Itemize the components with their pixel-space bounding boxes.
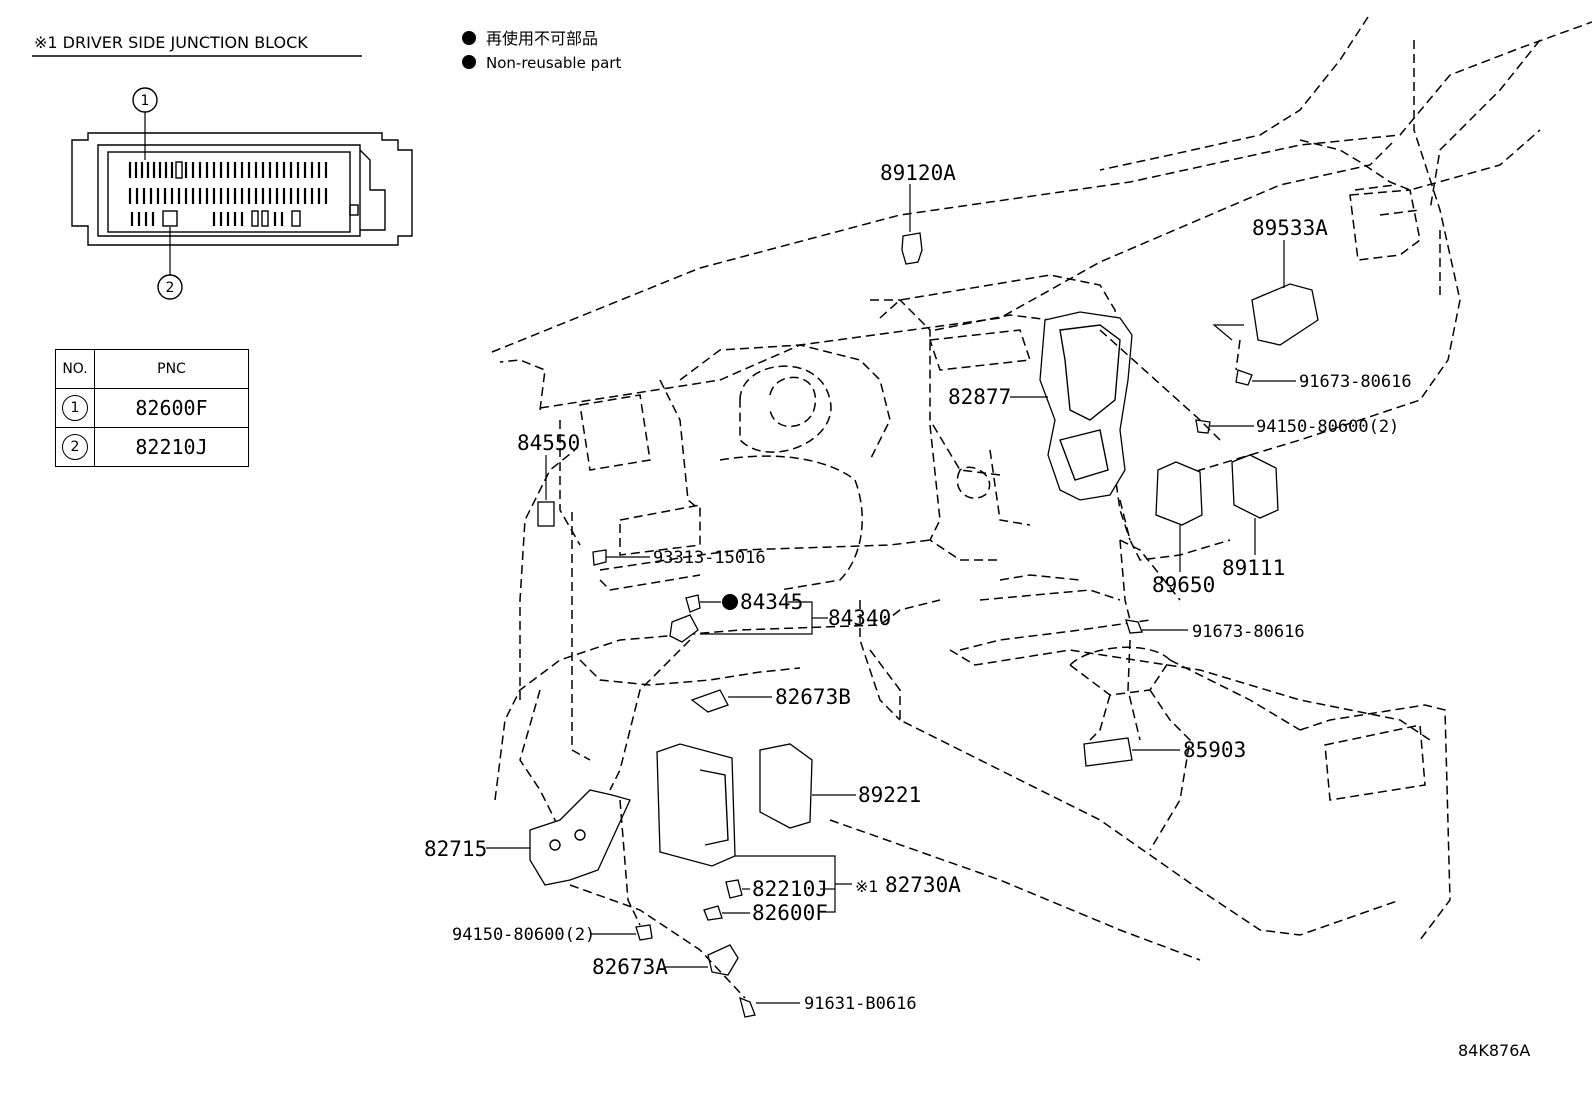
- label-89111: 89111: [1222, 556, 1285, 580]
- fuse-row-2: [128, 188, 328, 204]
- non-reusable-bullet-icon: [462, 31, 476, 45]
- part-84340-icon: [669, 614, 699, 643]
- bolt-91673-80616-icon: [1235, 369, 1253, 386]
- label-84340: 84340: [828, 606, 891, 630]
- label-82877: 82877: [948, 385, 1011, 409]
- part-89650-icon: [1155, 461, 1203, 526]
- label-89650: 89650: [1152, 573, 1215, 597]
- label-85903: 85903: [1183, 738, 1246, 762]
- fuse-row-1: [128, 162, 328, 178]
- label-82600F: 82600F: [752, 901, 828, 925]
- part-82673B-icon: [690, 689, 729, 713]
- table-row: 2 82210J: [55, 427, 249, 467]
- label-91673-80616-lower: 91673-80616: [1192, 622, 1305, 642]
- label-89533A: 89533A: [1252, 216, 1328, 240]
- pnc-table: NO. PNC 1 82600F 2 82210J: [55, 349, 249, 467]
- assembly-guide: [1119, 539, 1131, 621]
- part-82715-bracket: [529, 789, 631, 886]
- non-reusable-bullet-icon: [462, 55, 476, 69]
- part-82210J-icon: [725, 879, 743, 899]
- assembly-guide: [1099, 329, 1221, 441]
- junction-ref-mark: ※1: [855, 877, 879, 896]
- pnc-table-header-no: NO.: [55, 349, 95, 389]
- label-93313-15016: 93313-15016: [653, 548, 766, 568]
- part-89533A-icon: [1251, 283, 1319, 346]
- assembly-guide: [609, 639, 691, 791]
- assembly-guide: [619, 799, 641, 926]
- assembly-guide: [569, 884, 746, 999]
- table-row: 1 82600F: [55, 388, 249, 428]
- label-94150-80600-lower: 94150-80600(2): [452, 925, 595, 945]
- label-89221: 89221: [858, 783, 921, 807]
- assembly-guide: [571, 512, 591, 761]
- bolt-91631-B0616-icon: [739, 996, 756, 1018]
- part-89120A-icon: [901, 232, 923, 265]
- part-82877-bracket: [1039, 311, 1133, 501]
- pnc-table-header-pnc: PNC: [94, 349, 249, 389]
- part-84550-icon: [537, 501, 555, 527]
- part-84345-icon: [685, 594, 701, 613]
- screw-93313-15016-icon: [592, 549, 607, 566]
- clip-94150-80600-icon: [635, 924, 653, 941]
- part-85903-icon: [1083, 737, 1133, 767]
- label-91673-80616-upper: 91673-80616: [1299, 372, 1412, 392]
- label-82715: 82715: [424, 837, 487, 861]
- part-89111-icon: [1231, 454, 1279, 519]
- label-91631-B0616: 91631-B0616: [804, 994, 917, 1014]
- inset-callout-2: 2: [157, 274, 183, 300]
- inset-callout-1: 1: [132, 87, 158, 113]
- label-82673B: 82673B: [775, 685, 851, 709]
- label-82210J: 82210J: [752, 877, 828, 901]
- clip-94150-80600-icon: [1195, 419, 1211, 434]
- label-84550: 84550: [517, 431, 580, 455]
- part-89221-icon: [759, 743, 813, 829]
- part-82673A-icon: [707, 944, 739, 976]
- svg-text:2: 2: [166, 280, 175, 296]
- drawing-id: 84K876A: [1458, 1041, 1530, 1060]
- junction-block-title: ※1 DRIVER SIDE JUNCTION BLOCK: [34, 33, 308, 52]
- assembly-guide: [1235, 339, 1241, 371]
- label-94150-80600-upper: 94150-80600(2): [1256, 417, 1399, 437]
- assembly-guide: [1127, 639, 1141, 741]
- label-82730A: 82730A: [885, 873, 961, 897]
- dashboard-outline: [491, 16, 1592, 961]
- non-reusable-84345-icon: [722, 594, 738, 610]
- label-82673A: 82673A: [592, 955, 668, 979]
- label-89120A: 89120A: [880, 161, 956, 185]
- pnc-cell: 82210J: [94, 427, 249, 467]
- legend-jp: 再使用不可部品: [486, 29, 598, 48]
- bolt-91673-80616-icon: [1125, 619, 1143, 634]
- part-82730A-junction-block: [656, 743, 736, 867]
- row-number-circle: 2: [62, 434, 88, 460]
- part-82600F-icon: [703, 905, 723, 921]
- svg-text:1: 1: [141, 93, 150, 109]
- pnc-cell: 82600F: [94, 388, 249, 428]
- legend-en: Non-reusable part: [486, 54, 621, 72]
- fuse-row-3: [130, 212, 284, 226]
- row-number-circle: 1: [62, 395, 88, 421]
- junction-block-inset: [71, 112, 413, 275]
